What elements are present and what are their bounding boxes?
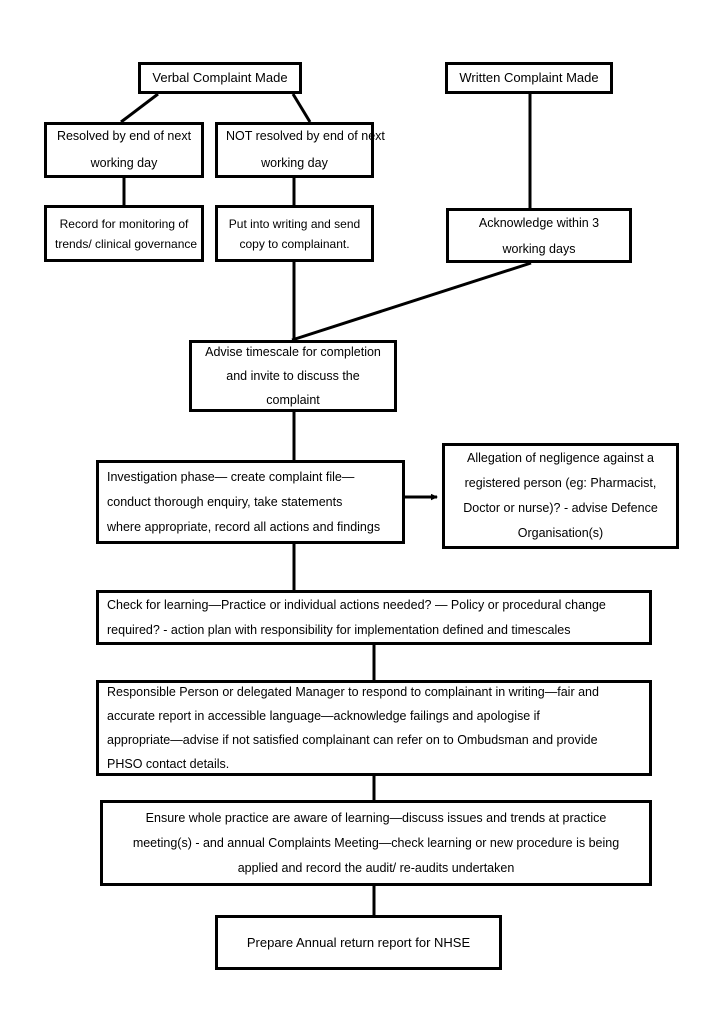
node-text-line: appropriate—advise if not satisfied comp… [107,733,598,747]
node-text-line: Responsible Person or delegated Manager … [107,685,599,699]
node-text-line: Verbal Complaint Made [152,70,288,85]
connector-verbal-to-resolved [120,92,159,124]
node-investigation-phase: Investigation phase— create complaint fi… [96,460,405,544]
node-text-line: Put into writing and send [228,216,361,231]
node-text-line: meeting(s) - and annual Complaints Meeti… [132,835,620,850]
node-text-line: Acknowledge within 3 [478,215,600,230]
node-text-line: required? - action plan with responsibil… [107,622,571,637]
node-ensure-whole-practice: Ensure whole practice are aware of learn… [100,800,652,886]
node-text: Verbal Complaint Made [141,65,299,91]
node-text-line: Advise timescale for completion [205,345,381,359]
node-text-line: Record for monitoring of [59,216,189,231]
node-text-line: where appropriate, record all actions an… [107,519,381,534]
node-check-for-learning: Check for learning—Practice or individua… [96,590,652,645]
node-text-line: Written Complaint Made [459,70,599,85]
node-allegation-negligence: Allegation of negligence against a regist… [442,443,679,549]
node-text: Record for monitoring of trends/ clinical… [47,214,201,254]
node-text-line: Doctor or nurse)? - advise Defence [463,501,658,515]
node-text: Check for learning—Practice or individua… [99,593,649,643]
node-text: Put into writing and send copy to complai… [218,214,371,254]
node-text: Allegation of negligence against a regist… [445,446,676,546]
node-text-line: working day [90,156,158,170]
node-text: Resolved by end of next working day [47,123,201,177]
node-text: Written Complaint Made [448,65,610,91]
node-text-line: conduct thorough enquiry, take statement… [107,494,343,509]
node-text: NOT resolved by end of next working day [218,123,385,177]
node-text-line: Allegation of negligence against a [467,451,654,465]
node-text-line: working days [502,241,576,256]
node-text-line: applied and record the audit/ re-audits … [237,860,515,875]
node-text-line: complaint [266,393,320,407]
node-text-line: Organisation(s) [517,526,604,540]
node-text-line: and invite to discuss the [226,369,360,383]
node-text: Advise timescale for completion and invit… [192,340,394,412]
connector-acknowledge-to-advise [291,261,532,342]
node-written-complaint: Written Complaint Made [445,62,613,94]
node-prepare-annual-return: Prepare Annual return report for NHSE [215,915,502,970]
node-advise-timescale: Advise timescale for completion and invit… [189,340,397,412]
node-text-line: copy to complainant. [239,236,350,251]
node-text-line: NOT resolved by end of next [226,129,385,143]
node-verbal-complaint: Verbal Complaint Made [138,62,302,94]
node-acknowledge-3-days: Acknowledge within 3 working days [446,208,632,263]
node-text-line: Ensure whole practice are aware of learn… [145,810,607,825]
connector-verbal-to-not-resolved [291,93,312,123]
node-text: Ensure whole practice are aware of learn… [103,806,649,881]
node-text-line: Investigation phase— create complaint fi… [107,469,355,484]
node-text: Acknowledge within 3 working days [449,210,629,262]
node-text: Prepare Annual return report for NHSE [218,930,499,956]
node-text-line: working day [261,156,328,170]
node-text-line: Check for learning—Practice or individua… [107,597,606,612]
node-text-line: accurate report in accessible language—a… [107,709,540,723]
node-text: Investigation phase— create complaint fi… [99,465,402,540]
node-responsible-person-respond: Responsible Person or delegated Manager … [96,680,652,776]
node-text-line: PHSO contact details. [107,757,230,771]
node-not-resolved-next-day: NOT resolved by end of next working day [215,122,385,178]
node-resolved-next-day: Resolved by end of next working day [44,122,204,178]
node-text-line: Resolved by end of next [56,129,192,143]
node-text-line: registered person (eg: Pharmacist, [464,476,657,490]
node-record-for-monitoring: Record for monitoring of trends/ clinical… [44,205,204,262]
node-text: Responsible Person or delegated Manager … [99,680,649,776]
node-text-line: Prepare Annual return report for NHSE [246,934,471,950]
node-text-line: trends/ clinical governance [55,236,198,251]
node-put-into-writing: Put into writing and send copy to complai… [215,205,374,262]
